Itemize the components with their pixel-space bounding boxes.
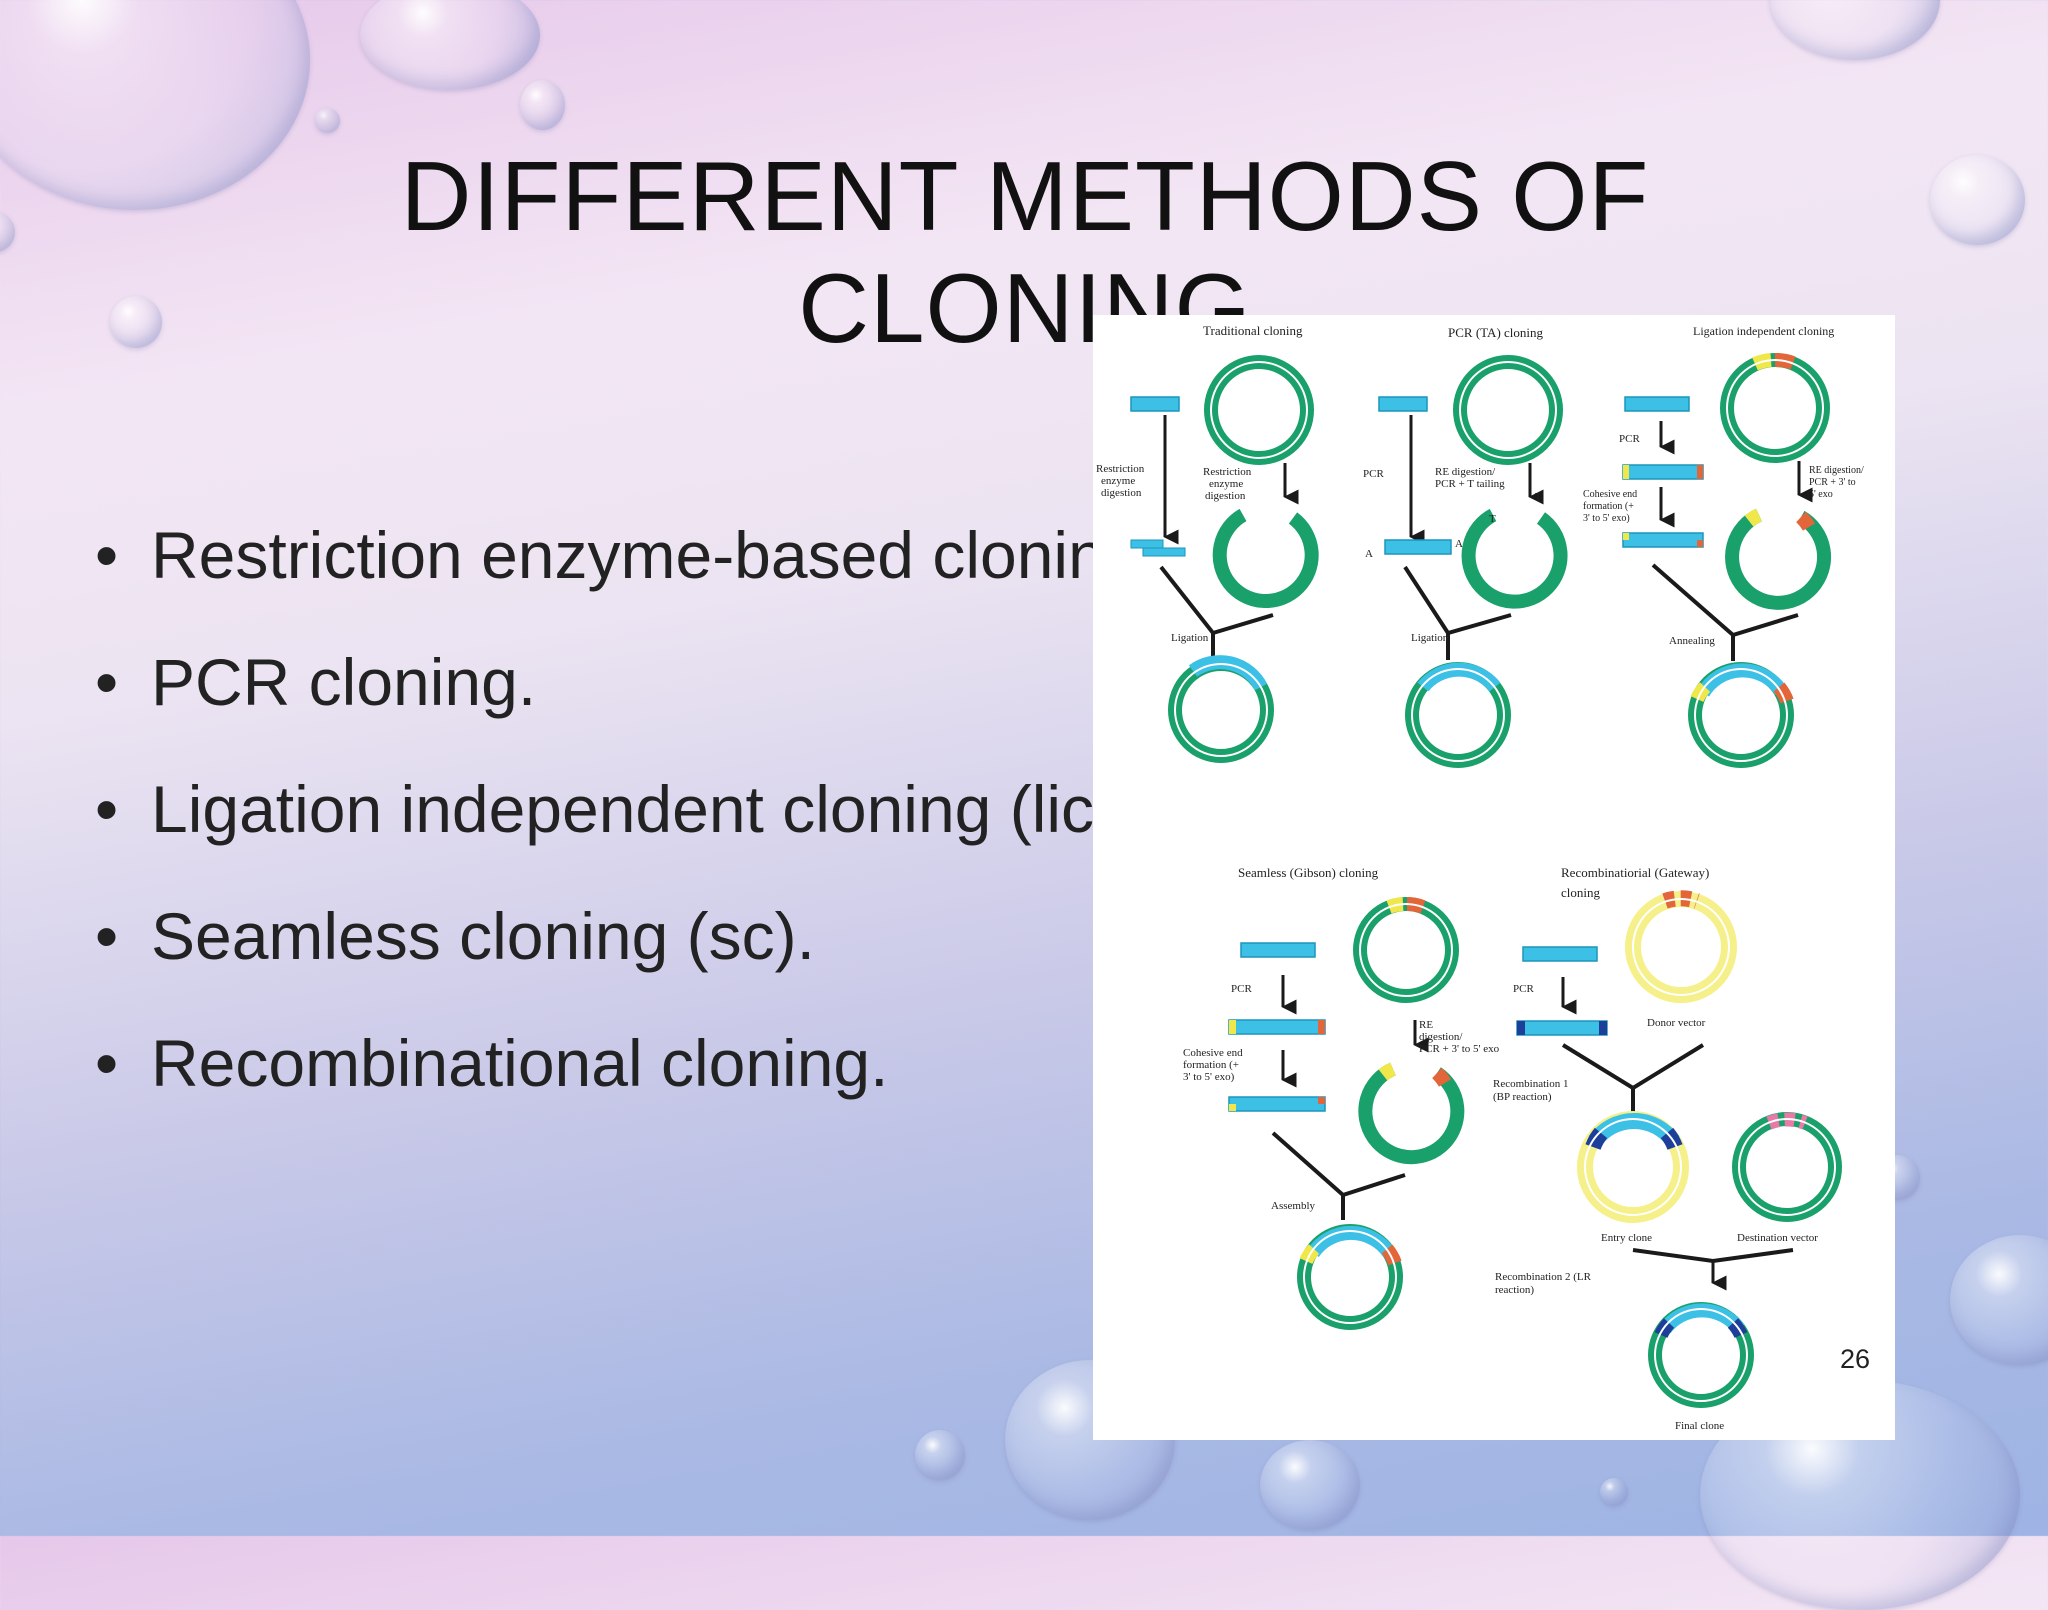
restriction-label-left: Restriction enzyme digestion [1096, 463, 1147, 499]
panel-title-gibson: Seamless (Gibson) cloning [1238, 865, 1379, 880]
insert-dna [1624, 396, 1690, 412]
pcr-label: PCR [1619, 433, 1640, 445]
water-droplet [1770, 0, 1940, 60]
panel-title-lic: Ligation independent cloning [1693, 324, 1834, 338]
gibson-cloning-panel: PCR Cohesive end formation (+ 3' to 5' e… [1183, 897, 1500, 1330]
water-droplet [1950, 1235, 2048, 1365]
panel-title-gateway: Recombinatiorial (Gateway) cloning [1561, 865, 1713, 900]
recombinant-plasmid [1688, 662, 1794, 768]
water-droplet [1600, 1478, 1628, 1506]
cut-vector [1358, 1062, 1465, 1165]
insert-dna [1130, 396, 1180, 412]
bullet-item: Ligation independent cloning (lic). [95, 759, 1160, 886]
slide-title: DIFFERENT METHODS OF CLONING [300, 140, 1750, 364]
ligation-label: Ligation [1411, 632, 1449, 644]
bullet-list: Restriction enzyme-based cloning. PCR cl… [95, 505, 1160, 1140]
page-number: 26 [1840, 1344, 1871, 1374]
re-digestion-label: RE digestion/ PCR + 3' to 5' exo [1419, 1019, 1500, 1055]
pcr-label: PCR [1513, 983, 1534, 995]
traditional-cloning-panel: Restriction enzyme digestion Restriction… [1096, 355, 1319, 763]
re-digestion-label: RE digestion/ PCR + T tailing [1435, 466, 1505, 490]
vector-plasmid [1720, 353, 1830, 463]
water-droplet [110, 296, 162, 348]
recombinant-plasmid [1297, 1224, 1403, 1330]
pcr-ta-cloning-panel: PCR RE digestion/ PCR + T tailing A A T … [1363, 355, 1568, 768]
a-overhang: A [1455, 538, 1463, 550]
annealing-label: Annealing [1669, 635, 1715, 647]
recombination-1-label: Recombination 1 (BP reaction) [1493, 1078, 1571, 1103]
a-overhang: A [1365, 548, 1373, 560]
cut-vector [1725, 508, 1832, 610]
water-droplet [360, 0, 540, 90]
final-clone-plasmid [1648, 1302, 1754, 1408]
water-droplet [1260, 1440, 1360, 1530]
vector-plasmid [1353, 897, 1459, 1003]
insert-dna [1522, 946, 1598, 962]
insert-dna [1384, 539, 1452, 555]
cohesive-end-label: Cohesive end formation (+ 3' to 5' exo) [1583, 489, 1640, 524]
bullet-item: Seamless cloning (sc). [95, 886, 1160, 1013]
entry-clone-label: Entry clone [1601, 1232, 1652, 1244]
water-droplet [915, 1430, 965, 1480]
assembly-label: Assembly [1271, 1200, 1316, 1212]
bullet-item: Recombinational cloning. [95, 1013, 1160, 1140]
recombinant-plasmid [1405, 662, 1511, 768]
recombination-2-label: Recombination 2 (LR reaction) [1495, 1271, 1594, 1296]
destination-vector-plasmid [1732, 1112, 1842, 1222]
recombinant-plasmid [1168, 655, 1274, 763]
restriction-label-right: Restriction enzyme digestion [1203, 466, 1254, 502]
water-droplet [0, 212, 15, 252]
donor-vector-label: Donor vector [1647, 1017, 1706, 1029]
panel-title-traditional: Traditional cloning [1203, 323, 1303, 338]
pcr-label: PCR [1363, 468, 1384, 480]
water-droplet [520, 80, 565, 130]
bullet-item: Restriction enzyme-based cloning. [95, 505, 1160, 632]
insert-dna [1378, 396, 1428, 412]
final-clone-label: Final clone [1675, 1420, 1724, 1432]
water-droplet [315, 108, 340, 133]
slide-title-line-1: DIFFERENT METHODS OF [400, 141, 1650, 251]
insert-sticky-end [1130, 539, 1164, 549]
vector-plasmid [1204, 355, 1314, 465]
cohesive-end-label: Cohesive end formation (+ 3' to 5' exo) [1183, 1047, 1245, 1083]
lic-panel: PCR Cohesive end formation (+ 3' to 5' e… [1583, 353, 1866, 768]
pcr-label: PCR [1231, 983, 1252, 995]
t-overhang: T [1489, 513, 1496, 525]
vector-plasmid [1453, 355, 1563, 465]
insert-sticky-end [1142, 547, 1186, 557]
re-digestion-label: RE digestion/ PCR + 3' to 5' exo [1809, 465, 1866, 500]
cloning-methods-figure: Traditional cloning PCR (TA) cloning Lig… [1093, 315, 1895, 1440]
donor-vector-plasmid [1625, 890, 1737, 1003]
panel-title-pcr-ta: PCR (TA) cloning [1448, 325, 1544, 340]
water-droplet [1930, 155, 2025, 245]
entry-clone-plasmid [1577, 1111, 1689, 1223]
insert-dna [1240, 942, 1316, 958]
water-droplet [0, 0, 310, 210]
t-overhang: T [1535, 491, 1542, 503]
cut-vector [1212, 508, 1319, 608]
ligation-label: Ligation [1171, 632, 1209, 644]
cut-vector [1461, 508, 1568, 609]
destination-vector-label: Destination vector [1737, 1232, 1818, 1244]
gateway-cloning-panel: Donor vector PCR Recombination 1 (BP rea… [1493, 890, 1842, 1432]
bullet-item: PCR cloning. [95, 632, 1160, 759]
